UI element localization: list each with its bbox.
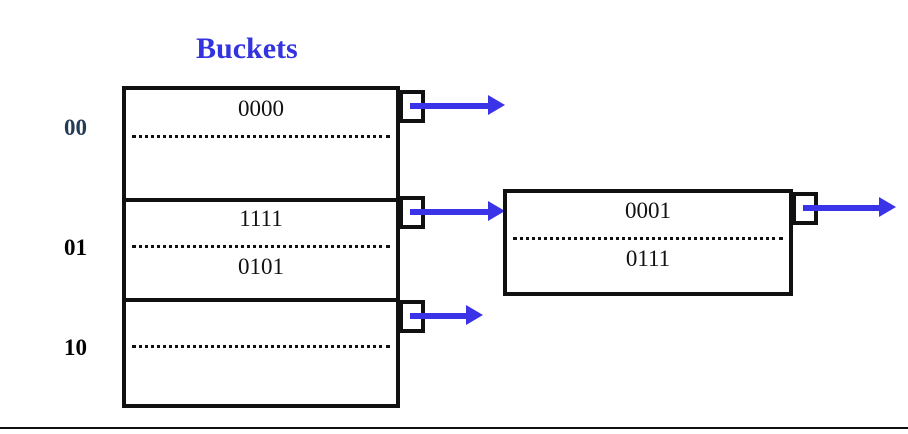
bucket-10-divider: [132, 345, 390, 348]
bucket-01[interactable]: 1111 0101: [126, 198, 396, 302]
bucket-index-label-01: 01: [64, 235, 87, 260]
bucket-00-overflow-arrow-head: [488, 95, 505, 115]
bucket-00-divider: [132, 135, 390, 138]
overflow-bucket-1[interactable]: 0001 0111: [503, 189, 793, 296]
bucket-index-label-00: 00: [64, 115, 87, 140]
overflow-bucket-1-entry-bottom: 0111: [625, 246, 671, 271]
bucket-01-entry-bottom: 0101: [238, 254, 284, 279]
bucket-01-divider: [132, 245, 390, 248]
overflow-bucket-1-arrow-head: [879, 197, 896, 217]
bucket-00-overflow-arrow-line: [410, 103, 492, 109]
bucket-00[interactable]: 0000: [126, 90, 396, 198]
overflow-bucket-1-arrow-line: [803, 205, 883, 211]
bucket-00-entry-top: 0000: [238, 96, 284, 121]
bucket-10[interactable]: [126, 302, 396, 404]
overflow-bucket-1-divider: [513, 237, 783, 240]
bucket-01-overflow-arrow-head: [488, 201, 505, 221]
bucket-index-label-10: 10: [64, 335, 87, 360]
bottom-rule: [0, 427, 908, 429]
diagram-title: Buckets: [196, 32, 298, 65]
bucket-10-overflow-arrow-head: [466, 305, 483, 325]
bucket-01-entry-top: 1111: [239, 206, 283, 231]
bucket-10-overflow-arrow-line: [410, 313, 470, 319]
overflow-bucket-1-entry-top: 0001: [625, 198, 671, 223]
bucket-column: 0000 1111 0101: [122, 86, 400, 408]
bucket-01-overflow-arrow-line: [410, 209, 492, 215]
